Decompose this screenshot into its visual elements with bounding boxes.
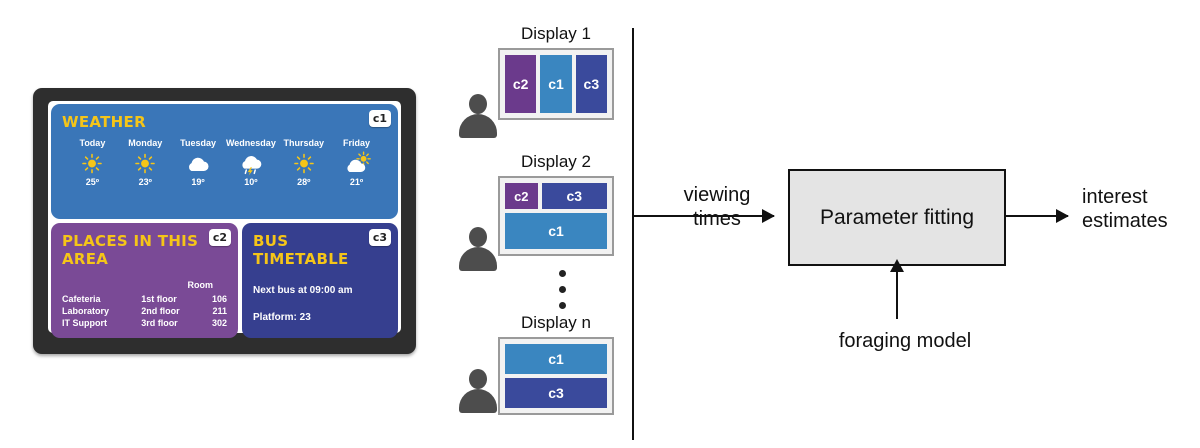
place-name: Cafeteria bbox=[62, 294, 101, 304]
place-floor: 2nd floor bbox=[141, 306, 180, 316]
table-row: IT Support 3rd floor 302 bbox=[62, 317, 227, 329]
places-card: PLACES IN THIS AREA c2 Room Cafeteria 1st… bbox=[51, 223, 238, 338]
weather-card: WEATHER c1 Today 25º Monday 23º Tuesday 19º We… bbox=[51, 104, 398, 219]
weather-day-name: Today bbox=[79, 138, 106, 148]
content-block-c1[interactable]: c1 bbox=[540, 55, 572, 113]
weather-day-6: Friday 21º bbox=[330, 138, 383, 187]
place-room: 302 bbox=[211, 318, 227, 328]
weather-day-temp: 23º bbox=[138, 177, 152, 187]
ellipsis-vertical-icon bbox=[557, 270, 567, 318]
content-block-c2[interactable]: c2 bbox=[505, 183, 538, 210]
weather-day-name: Wednesday bbox=[225, 138, 276, 148]
weather-day-name: Tuesday bbox=[180, 138, 216, 148]
place-name: Laboratory bbox=[62, 306, 110, 316]
partly-cloudy-icon bbox=[330, 150, 383, 176]
weather-day-4: Wednesday 10º bbox=[224, 138, 277, 187]
thunderstorm-icon bbox=[224, 150, 277, 176]
places-room-header: Room bbox=[187, 280, 214, 290]
parameter-fitting-box: Parameter fitting bbox=[788, 169, 1006, 266]
content-block-c2[interactable]: c2 bbox=[505, 55, 537, 113]
monitor-bottom-row: PLACES IN THIS AREA c2 Room Cafeteria 1st… bbox=[51, 223, 398, 338]
arrow-to-parameter-fitting bbox=[632, 209, 775, 223]
weather-day-temp: 10º bbox=[244, 177, 258, 187]
viewer-person-icon bbox=[458, 92, 498, 138]
weather-title: WEATHER bbox=[62, 113, 146, 131]
cloud-icon bbox=[172, 150, 225, 176]
sun-icon bbox=[277, 150, 330, 176]
weather-forecast-row: Today 25º Monday 23º Tuesday 19º Wednesday 10º T… bbox=[62, 138, 387, 187]
viewer-person-icon bbox=[458, 367, 498, 413]
foraging-model-label: foraging model bbox=[838, 330, 972, 352]
table-row: Cafeteria 1st floor 106 bbox=[62, 293, 227, 305]
bus-title: BUS TIMETABLE bbox=[253, 232, 349, 268]
viewer-person-icon bbox=[458, 225, 498, 271]
weather-day-temp: 28º bbox=[297, 177, 311, 187]
weather-day-3: Tuesday 19º bbox=[172, 138, 225, 187]
content-block-c1[interactable]: c1 bbox=[505, 213, 607, 249]
weather-day-5: Thursday 28º bbox=[277, 138, 330, 187]
arrow-to-interest-estimates bbox=[1006, 209, 1069, 223]
table-row: Laboratory 2nd floor 211 bbox=[62, 305, 227, 317]
content-block-c3[interactable]: c3 bbox=[505, 378, 607, 408]
section-divider bbox=[632, 28, 634, 440]
monitor-screen: WEATHER c1 Today 25º Monday 23º Tuesday 19º We… bbox=[48, 101, 401, 338]
sun-icon bbox=[66, 150, 119, 176]
display-label: Display 2 bbox=[521, 152, 591, 171]
person-body bbox=[459, 389, 497, 413]
weather-day-temp: 21º bbox=[349, 177, 364, 187]
weather-day-2: Monday 23º bbox=[119, 138, 172, 187]
content-block-c3[interactable]: c3 bbox=[541, 183, 607, 210]
place-floor: 1st floor bbox=[141, 294, 177, 304]
display-label: Display 1 bbox=[521, 24, 591, 43]
weather-day-1: Today 25º bbox=[66, 138, 119, 187]
content-block-c3[interactable]: c3 bbox=[575, 55, 607, 113]
person-head bbox=[469, 94, 487, 114]
bus-next-departure: Next bus at 09:00 am bbox=[253, 285, 353, 296]
bus-timetable-card: BUS TIMETABLE c3 Next bus at 09:00 am Pl… bbox=[242, 223, 398, 338]
person-body bbox=[459, 114, 497, 138]
weather-day-temp: 25º bbox=[85, 177, 100, 187]
weather-day-name: Friday bbox=[343, 138, 371, 148]
person-body bbox=[459, 247, 497, 271]
content-badge-c2: c2 bbox=[208, 229, 231, 246]
content-block-c1[interactable]: c1 bbox=[505, 344, 607, 374]
places-title: PLACES IN THIS AREA bbox=[62, 232, 199, 268]
person-head bbox=[469, 227, 487, 247]
place-name: IT Support bbox=[62, 318, 107, 328]
weather-day-name: Monday bbox=[128, 138, 163, 148]
place-room: 106 bbox=[211, 294, 227, 304]
place-room: 211 bbox=[212, 306, 227, 316]
display-label: Display n bbox=[521, 313, 591, 332]
sun-icon bbox=[119, 150, 172, 176]
weather-day-name: Thursday bbox=[283, 138, 324, 148]
public-display-monitor: WEATHER c1 Today 25º Monday 23º Tuesday 19º We… bbox=[33, 88, 416, 354]
bus-platform: Platform: 23 bbox=[253, 312, 311, 323]
content-badge-c3: c3 bbox=[368, 229, 391, 246]
weather-day-temp: 19º bbox=[191, 177, 205, 187]
content-badge-c1: c1 bbox=[368, 110, 391, 127]
person-head bbox=[469, 369, 487, 389]
arrow-from-foraging-model bbox=[890, 259, 904, 319]
place-floor: 3rd floor bbox=[141, 318, 178, 328]
